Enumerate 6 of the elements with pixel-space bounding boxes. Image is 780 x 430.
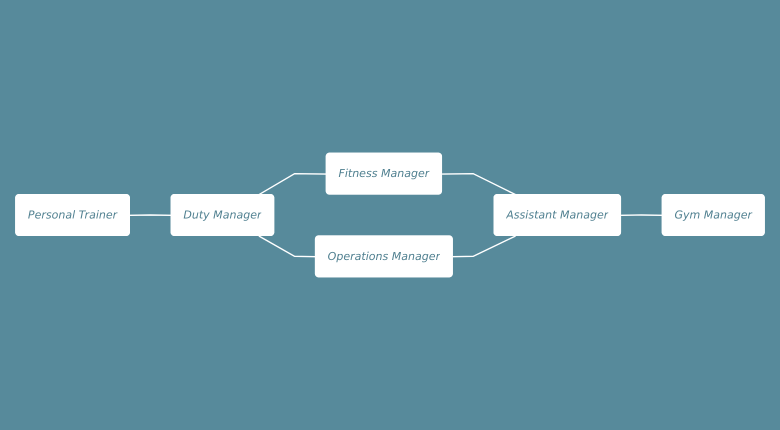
- connector: [452, 235, 516, 258]
- connector: [258, 172, 326, 196]
- connector: [621, 214, 662, 216]
- connector: [442, 172, 516, 196]
- connector: [258, 235, 316, 258]
- connector: [130, 214, 172, 216]
